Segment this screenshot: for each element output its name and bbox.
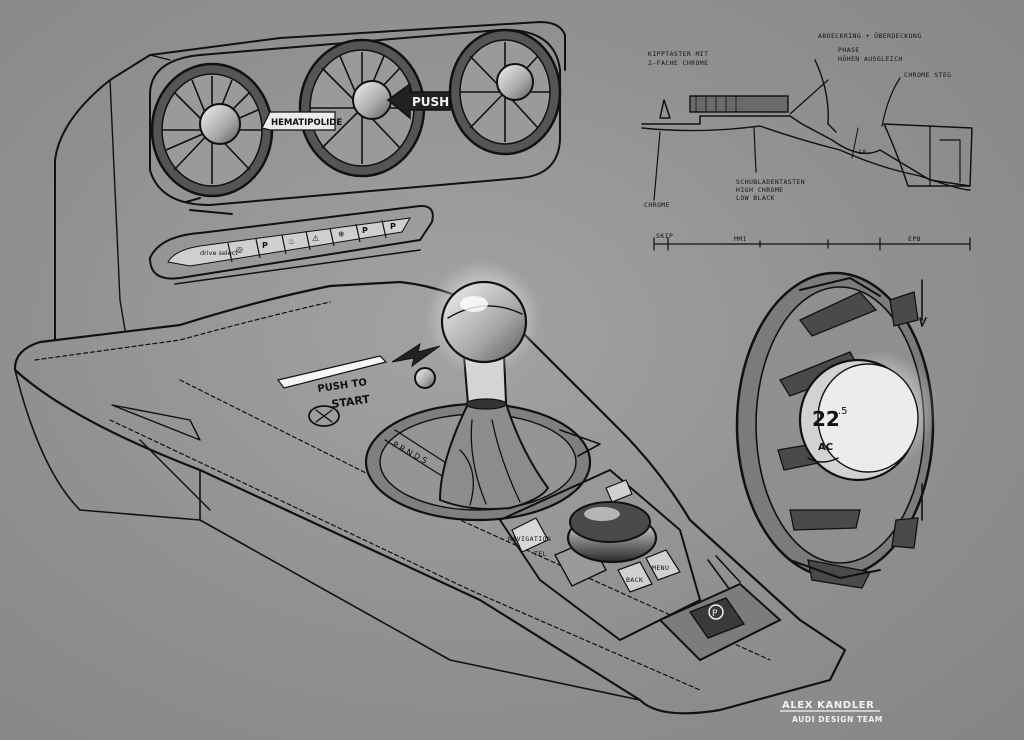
svg-text:P: P [262,241,268,250]
note-kipptaster-1: KIPPTASTER MIT [648,50,708,58]
mmi-back-button[interactable] [617,561,653,593]
cross-section-drawing [641,59,973,201]
dashboard-panel [54,21,566,341]
mmi-nav-label: NAVIGATION [508,535,551,543]
push-to-start-button[interactable]: PUSH TO START [308,377,371,427]
gear-lever[interactable] [425,260,550,510]
note-abdeckring: ABDECKRING + ÜBERDECKUNG [818,31,922,40]
note-schubladen-3: LOW BLACK [736,194,775,202]
parking-brake-switch[interactable]: P [658,582,782,662]
scale-label-skip: SKIP [656,232,673,240]
chrome-trim-strip [276,355,388,389]
scale-label-epb: EPB [908,235,921,243]
note-phase-1: PHASE [838,46,860,54]
note-dimension-18: 18 [858,148,867,156]
svg-text:⚠: ⚠ [312,234,319,243]
svg-text:♨: ♨ [288,237,295,246]
center-console [13,280,847,715]
mmi-rotary-controller[interactable] [566,501,658,564]
vent-center[interactable] [298,38,426,178]
note-chrome: CHROME [644,201,670,209]
mmi-top-button[interactable] [605,479,633,503]
mmi-back-label: BACK [626,576,643,584]
svg-text:P: P [362,226,368,235]
svg-text:P: P [390,222,396,231]
svg-text:❄: ❄ [338,230,345,239]
vent-left[interactable] [150,62,274,198]
push-label: PUSH [412,95,449,109]
signature-name: ALEX KANDLER [782,700,874,711]
climate-knob-detail: 22 .5 AC [735,271,938,589]
note-schubladen-1: SCHUBLADENTASTEN [736,178,805,186]
svg-text:P: P [712,609,718,619]
scale-bar: SKIP MMI EPB [653,232,971,251]
vent-strip-callout: HEMATIPOLIDE [261,111,342,131]
push-to-label: PUSH TO [317,377,368,395]
mmi-menu-button[interactable] [645,549,681,581]
scale-label-mmi: MMI [734,235,747,243]
ac-label: AC [818,442,833,453]
mmi-tel-label: TEL [534,550,547,558]
signature-team: AUDI DESIGN TEAM [792,715,883,724]
drive-select-label[interactable]: drive select [200,249,238,257]
note-chrome-steg: CHROME STEG [904,71,951,79]
note-kipptaster-2: 2-FACHE CHROME [648,59,708,67]
lightning-arrow [391,342,441,368]
artist-signature: ALEX KANDLER AUDI DESIGN TEAM [780,700,883,724]
air-vents-cluster: PUSH HEMATIPOLIDE [149,28,562,215]
climate-button-strip: drive select ◎ P ♨ ⚠ ❄ P P [149,204,434,285]
ac-temperature-decimal: .5 [838,406,848,417]
vent-right[interactable] [448,28,562,156]
mmi-nav-button[interactable] [511,517,549,553]
note-phase-2: HÖHEN AUSGLEICH [838,54,903,63]
ac-temperature: 22 [812,407,840,431]
vent-strip-label: HEMATIPOLIDE [271,118,342,128]
note-schubladen-2: HIGH CHROME [736,186,783,194]
push-arrow-callout: PUSH [386,82,451,120]
mmi-menu-label: MENU [652,564,669,572]
svg-text:◎: ◎ [236,245,243,254]
start-label: START [331,393,371,411]
mmi-control-area: NAVIGATION TEL BACK MENU [499,469,741,641]
rotary-knob[interactable] [414,367,436,389]
